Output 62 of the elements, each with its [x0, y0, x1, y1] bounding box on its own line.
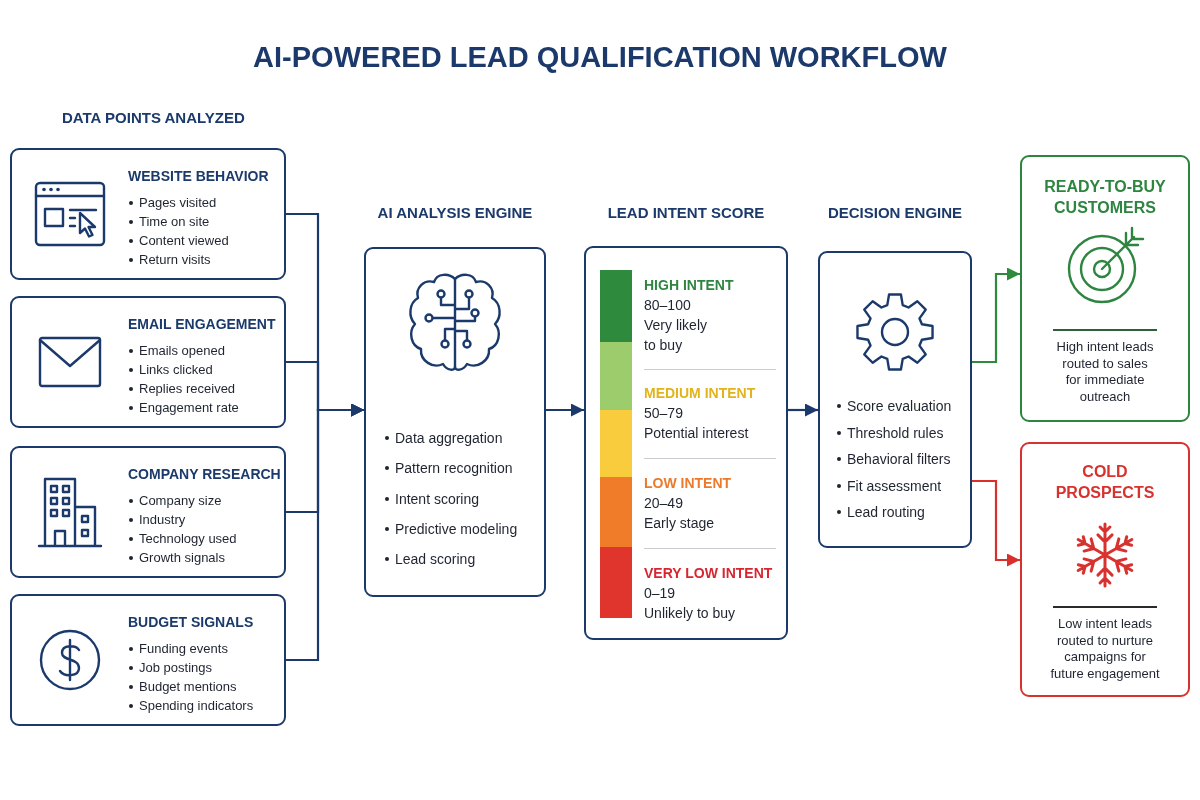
- outcome-description: High intent leads routed to sales for immediate outreach: [1055, 339, 1155, 405]
- tier-description: Early stage: [644, 514, 715, 533]
- data-source-card: [10, 296, 286, 428]
- tier-description: Potential interest: [644, 424, 749, 443]
- list-item: Funding events: [128, 639, 228, 658]
- stage-heading: LEAD INTENT SCORE: [607, 203, 765, 223]
- score-range: 0–19: [644, 584, 676, 603]
- outcome-card: [1020, 442, 1190, 697]
- data-source-card: [10, 446, 286, 578]
- connector-arrow: [286, 403, 364, 662]
- card-heading: COMPANY RESEARCH: [128, 465, 281, 483]
- outcome-heading: COLD PROSPECTS: [1054, 462, 1156, 503]
- outcome-card: [1020, 155, 1190, 422]
- list-item: Spending indicators: [128, 696, 254, 715]
- score-range: 20–49: [644, 494, 683, 513]
- list-item: Threshold rules: [836, 422, 944, 443]
- card-heading: EMAIL ENGAGEMENT: [128, 315, 276, 333]
- score-range: 80–100: [644, 296, 691, 315]
- tier-heading: LOW INTENT: [644, 474, 732, 493]
- outcome-heading: READY-TO-BUY CUSTOMERS: [1043, 177, 1167, 218]
- outcome-description: Low intent leads routed to nurture campaigns for future engagement: [1049, 616, 1161, 682]
- list-item: Data aggregation: [384, 428, 503, 448]
- list-item: Behavioral filters: [836, 449, 951, 469]
- list-item: Pattern recognition: [384, 458, 513, 479]
- connector-arrow: [972, 479, 1020, 567]
- list-item: Lead routing: [836, 502, 925, 522]
- stage-heading: AI ANALYSIS ENGINE: [377, 203, 533, 223]
- list-item: Predictive modeling: [384, 518, 518, 539]
- list-item: Score evaluation: [836, 396, 952, 416]
- list-item: Budget mentions: [128, 677, 237, 696]
- list-item: Company size: [128, 491, 222, 510]
- list-item: Fit assessment: [836, 475, 942, 496]
- tier-heading: MEDIUM INTENT: [644, 384, 756, 403]
- list-item: Engagement rate: [128, 398, 239, 417]
- list-item: Pages visited: [128, 193, 217, 212]
- list-item: Job postings: [128, 658, 212, 677]
- list-item: Intent scoring: [384, 488, 480, 509]
- card-heading: WEBSITE BEHAVIOR: [128, 167, 269, 185]
- tier-description: Unlikely to buy: [644, 604, 736, 623]
- list-item: Emails opened: [128, 341, 225, 360]
- list-item: Industry: [128, 510, 186, 529]
- list-item: Content viewed: [128, 231, 229, 250]
- diagram-title: AI-POWERED LEAD QUALIFICATION WORKFLOW: [253, 40, 947, 74]
- list-item: Return visits: [128, 250, 211, 269]
- stage-heading: DECISION ENGINE: [827, 203, 963, 223]
- list-item: Lead scoring: [384, 549, 476, 570]
- section-heading: DATA POINTS ANALYZED: [62, 109, 245, 127]
- connector-arrow: [546, 403, 584, 417]
- data-source-card: [10, 148, 286, 280]
- tier-description: Very likely to buy: [644, 316, 709, 355]
- score-range: 50–79: [644, 404, 683, 423]
- list-item: Growth signals: [128, 548, 225, 567]
- card-heading: BUDGET SIGNALS: [128, 613, 254, 631]
- tier-heading: HIGH INTENT: [644, 276, 734, 295]
- list-item: Replies received: [128, 379, 236, 398]
- data-source-card: [10, 594, 286, 726]
- connector-arrow: [788, 403, 818, 417]
- list-item: Links clicked: [128, 360, 213, 379]
- list-item: Technology used: [128, 529, 237, 548]
- connector-arrow: [972, 267, 1020, 364]
- tier-heading: VERY LOW INTENT: [644, 564, 773, 583]
- list-item: Time on site: [128, 212, 210, 231]
